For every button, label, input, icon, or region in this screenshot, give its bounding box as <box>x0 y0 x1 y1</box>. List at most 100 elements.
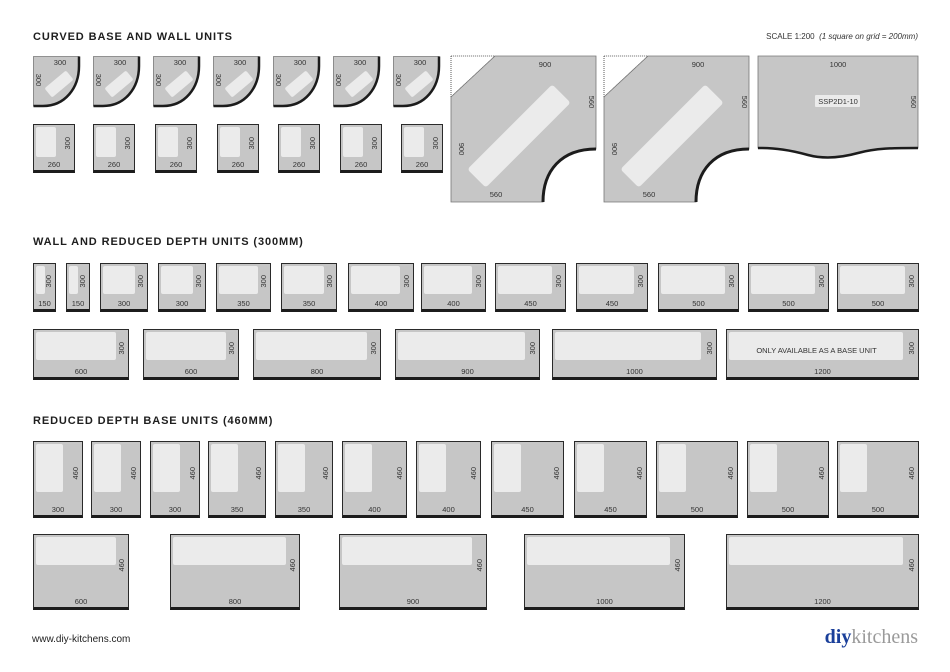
curved-width-label: 300 <box>414 58 427 67</box>
width-label: 300 <box>51 505 65 514</box>
depth-label: 300 <box>705 342 714 355</box>
logo-kitchens: kitchens <box>851 626 918 648</box>
door-panel <box>281 127 301 157</box>
depth-label: 300 <box>194 275 203 288</box>
width-label: 450 <box>524 299 537 308</box>
width-label: 500 <box>690 505 704 514</box>
width-label: 300 <box>175 299 189 308</box>
curved-width-label: 300 <box>234 58 247 67</box>
door-panel <box>729 537 903 565</box>
curved-unit: 300 300 <box>93 56 141 108</box>
door-panel <box>751 266 815 294</box>
curved-depth-label: 300 <box>274 74 283 87</box>
depth-label: 300 <box>402 275 411 288</box>
corner-2-top-label: 900 <box>692 60 705 69</box>
door-panel <box>173 537 286 565</box>
depth-label: 300 <box>907 342 916 355</box>
curved-unit: 300 300 <box>33 56 81 108</box>
depth-label: 300 <box>63 137 72 150</box>
depth-label: 460 <box>71 467 80 480</box>
width-label: 500 <box>871 505 885 514</box>
width-label: 600 <box>74 367 88 376</box>
width-label: 1200 <box>814 367 831 376</box>
depth-label: 460 <box>635 467 644 480</box>
width-label: 500 <box>781 505 795 514</box>
section-title-wall: WALL AND REDUCED DEPTH UNITS (300MM) <box>33 236 304 248</box>
small-unit: 300 260 <box>401 124 443 173</box>
depth-label: 300 <box>370 137 379 150</box>
curved-depth-label: 300 <box>154 74 163 87</box>
corner-1-top-label: 900 <box>539 60 552 69</box>
width-label: 260 <box>47 160 61 169</box>
depth-label: 460 <box>907 559 916 572</box>
depth-label: 460 <box>469 467 478 480</box>
width-label: 150 <box>38 299 51 308</box>
corner-2-right-label: 560 <box>740 96 749 109</box>
door-panel <box>342 537 472 565</box>
door-panel <box>498 266 552 294</box>
corner-2-left-label: 900 <box>610 143 619 156</box>
width-label: 600 <box>184 367 198 376</box>
curved-width-label: 300 <box>294 58 307 67</box>
door-panel <box>527 537 670 565</box>
door-panel <box>36 332 116 360</box>
door-panel <box>211 444 238 492</box>
section-title-reduced: REDUCED DEPTH BASE UNITS (460MM) <box>33 415 274 427</box>
small-unit: 300 260 <box>340 124 382 173</box>
door-panel <box>659 444 686 492</box>
depth-label: 300 <box>308 137 317 150</box>
door-panel <box>579 266 634 294</box>
depth-label: 300 <box>325 275 334 288</box>
depth-label: 300 <box>227 342 236 355</box>
width-label: 450 <box>605 299 619 308</box>
door-panel <box>840 266 905 294</box>
width-label: 260 <box>169 160 183 169</box>
width-label: 500 <box>871 299 885 308</box>
serpentine-unit: 1000 SSP2D1-10 560 <box>757 55 919 159</box>
availability-note: ONLY AVAILABLE AS A BASE UNIT <box>756 346 877 355</box>
depth-label: 460 <box>254 467 263 480</box>
small-unit: 300 260 <box>33 124 75 173</box>
logo-diy: diy <box>824 626 852 648</box>
curved-depth-label: 300 <box>34 74 43 87</box>
depth-label: 300 <box>78 275 87 288</box>
depth-label: 300 <box>431 137 440 150</box>
website-link[interactable]: www.diy-kitchens.com <box>32 634 131 645</box>
curved-unit: 300 300 <box>213 56 261 108</box>
width-label: 300 <box>117 299 131 308</box>
door-panel <box>36 127 56 157</box>
curved-width-label: 300 <box>54 58 67 67</box>
depth-label: 460 <box>475 559 484 572</box>
depth-label: 460 <box>129 467 138 480</box>
door-panel <box>494 444 521 492</box>
depth-label: 300 <box>259 275 268 288</box>
width-label: 500 <box>692 299 705 308</box>
door-panel <box>345 444 372 492</box>
cabinet-unit: 300 1200 ONLY AVAILABLE AS A BASE UNIT <box>726 329 919 380</box>
corner-1-left-label: 900 <box>457 143 466 156</box>
door-panel <box>220 127 240 157</box>
cabinet-unit: 460 300 <box>33 441 83 518</box>
depth-label: 460 <box>188 467 197 480</box>
depth-label: 300 <box>185 137 194 150</box>
